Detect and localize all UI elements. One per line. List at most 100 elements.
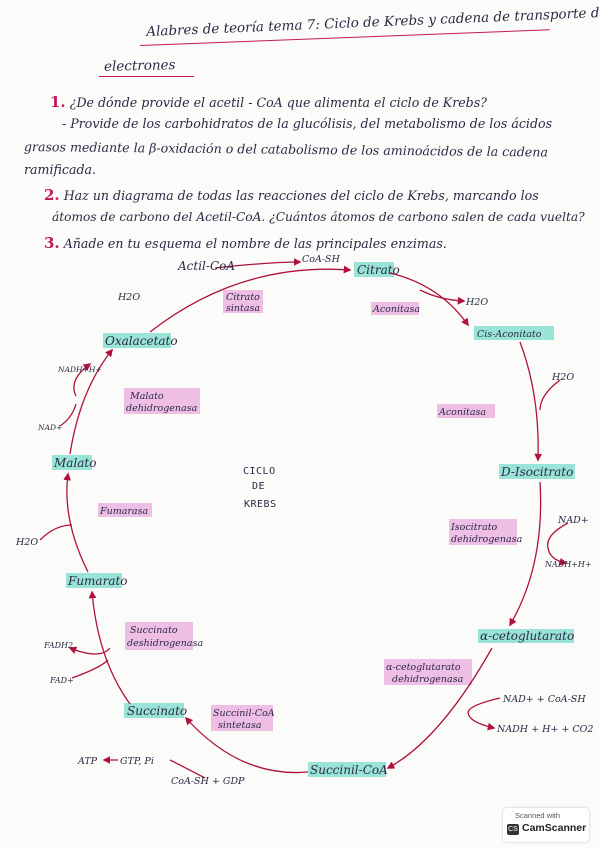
question-2-line-2: átomos de carbono del Acetil-CoA. ¿Cuánt… [52, 210, 585, 224]
arrow-acetil-in [214, 258, 302, 269]
h2o-fumarato-label: H2O [15, 537, 38, 548]
question-1: 1. ¿De dónde provide el acetil - CoA que… [50, 93, 487, 111]
arrow-nad-cetoglutarato [467, 697, 501, 731]
arrow-nad-isocitrato [547, 522, 569, 566]
question-text: Añade en tu esquema el nombre de las pri… [63, 236, 447, 251]
watermark-brand: CamScanner [522, 822, 587, 834]
answer-1-line-3: ramificada. [24, 162, 97, 177]
arrow-succinato-to-fumarato [88, 590, 131, 705]
acetil-coa-label: Actil-CoA [177, 259, 235, 273]
citrato-highlight [354, 262, 394, 277]
succinato-dh-label: Succinato [130, 625, 178, 636]
isocitrato-highlight [499, 464, 575, 479]
arrow-h2o-fumarato [39, 524, 73, 541]
aconitasa-2-highlight [437, 404, 495, 418]
malato-dh-label-2: dehidrogenasa [126, 403, 198, 414]
alfa-cetoglutarato-label: α-cetoglutarato [480, 629, 574, 643]
cetoglutarato-dh-label-2: dehidrogenasa [392, 674, 464, 685]
gtp-pi-label: GTP, Pi [120, 756, 154, 767]
nad-isocitrato-label: NAD+ [557, 515, 589, 526]
arrow-succinil-to-succinato [184, 716, 309, 774]
camscanner-logo-icon: CS [507, 824, 519, 835]
malato-dh-label: Malato [129, 391, 164, 402]
nadh-co2-out-label: NADH + H+ + CO2 [496, 724, 593, 735]
question-2: 2. Haz un diagrama de todas las reaccion… [44, 186, 539, 204]
title-underline-2 [99, 76, 194, 77]
succinato-dh-label-2: deshidrogenasa [127, 638, 203, 649]
isocitrato-dh-highlight [449, 519, 517, 545]
cetoglutarato-dh-highlight [384, 659, 472, 685]
question-number: 2. [44, 186, 60, 204]
arrow-coa-gdp [169, 759, 206, 779]
fadh2-label: FADH2 [43, 641, 73, 650]
nadh-malato-label: NADH+H+ [57, 365, 102, 374]
malato-label: Malato [53, 456, 96, 470]
h2o-right-label: H2O [465, 297, 488, 308]
answer-1-line-1: - Provide de los carbohidratos de la glu… [62, 116, 553, 131]
aconitasa-1-label: Aconitasa [372, 304, 420, 315]
arrow-nad-malato [59, 403, 77, 427]
fumarato-highlight [66, 573, 122, 588]
malato-highlight [52, 455, 92, 470]
question-text: ¿De dónde provide el acetil - CoA que al… [69, 95, 487, 110]
center-label-line-1: CICLO [243, 466, 276, 477]
aconitasa-2-label: Aconitasa [438, 407, 486, 418]
succinato-dh-highlight [125, 622, 193, 650]
center-label-line-3: KREBS [244, 499, 277, 510]
arrow-isocitrato-to-cetoglutarato [509, 481, 542, 627]
question-number: 1. [50, 93, 66, 111]
question-text: Haz un diagrama de todas las reacciones … [63, 188, 539, 203]
nad-coa-in-label: NAD+ + CoA-SH [502, 694, 586, 705]
fumarasa-label: Fumarasa [99, 506, 148, 517]
arrow-cetoglutarato-to-succinil [386, 647, 493, 769]
fad-label: FAD+ [49, 676, 74, 685]
arrow-oxalacetato-to-citrato [149, 265, 352, 333]
isocitrato-dh-label: Isocitrato [450, 522, 498, 533]
citrato-sintasa-label-2: sintasa [226, 303, 260, 314]
arrow-fadh2 [68, 646, 111, 655]
succinil-coa-label: Succinil-CoA [310, 763, 388, 777]
arrow-h2o-out [419, 289, 466, 305]
watermark-caption: Scanned with [515, 811, 561, 820]
arrow-cis-to-isocitrato [519, 341, 543, 462]
oxalacetato-label: Oxalacetato [105, 334, 178, 348]
arrow-malato-to-oxalacetato [69, 348, 113, 455]
question-number: 3. [44, 234, 60, 252]
citrato-sintasa-label: Citrato [226, 292, 260, 303]
center-label-line-2: DE [252, 481, 265, 492]
cetoglutarato-dh-label: α-cetoglutarato [386, 662, 461, 673]
arrow-h2o-in [539, 379, 561, 411]
camscanner-watermark: Scanned with CS CamScanner [503, 808, 589, 842]
arrow-citrato-to-cis [389, 272, 469, 327]
atp-label: ATP [77, 756, 98, 767]
arrow-nadh-malato [73, 363, 92, 397]
succinil-coa-sintetasa-label: Succinil-CoA [213, 708, 275, 719]
malato-dh-highlight [124, 388, 200, 414]
arrow-fad [71, 659, 109, 679]
question-3: 3. Añade en tu esquema el nombre de las … [44, 234, 447, 252]
nad-malato-label: NAD+ [37, 423, 62, 432]
succinil-coa-sintetasa-label-2: sintetasa [218, 720, 262, 731]
cis-aconitato-label: Cis-Aconitato [477, 329, 542, 340]
succinato-highlight [124, 703, 184, 718]
aconitasa-1-highlight [371, 302, 419, 315]
citrato-sintasa-highlight [223, 290, 263, 313]
fumarato-label: Fumarato [67, 574, 128, 588]
oxalacetato-highlight [103, 333, 171, 348]
isocitrato-label: D-Isocitrato [500, 465, 573, 479]
h2o-left-top-label: H2O [117, 292, 140, 303]
isocitrato-dh-label-2: dehidrogenasa [451, 534, 523, 545]
coa-gdp-label: CoA-SH + GDP [171, 776, 245, 787]
nadh-isocitrato-label: NADH+H+ [544, 560, 592, 569]
cis-aconitato-highlight [474, 326, 554, 340]
h2o-isocitrato-label: H2O [551, 372, 574, 383]
succinil-coa-sintetasa-highlight [211, 705, 273, 731]
cetoglutarato-highlight [478, 629, 574, 643]
coa-sh-top-label: CoA-SH [302, 254, 341, 265]
succinato-label: Succinato [127, 704, 187, 718]
fumarasa-highlight [98, 503, 152, 517]
arrow-fumarato-to-malato [63, 472, 89, 573]
succinil-coa-highlight [308, 762, 386, 777]
citrato-label: Citrato [357, 263, 400, 277]
